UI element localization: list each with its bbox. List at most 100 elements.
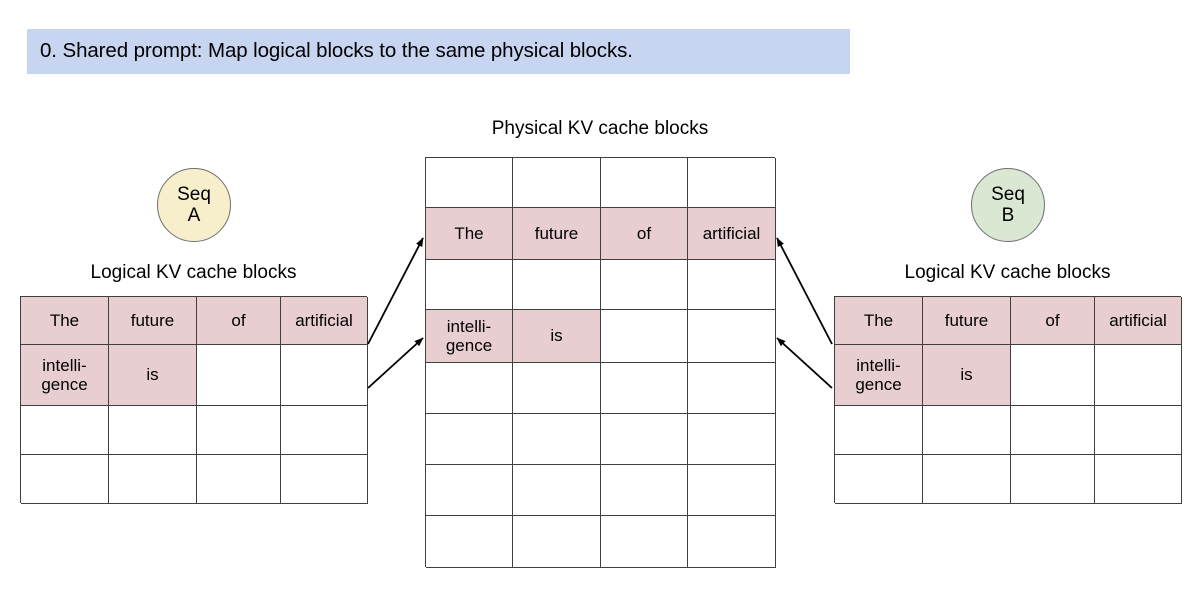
kv-cell	[513, 414, 601, 465]
kv-cell-text: artificial	[702, 223, 761, 243]
kv-cell	[513, 260, 601, 310]
seq-b-label-line2: B	[1001, 205, 1015, 226]
kv-cell	[197, 406, 281, 455]
kv-cell	[21, 455, 109, 504]
kv-cell: intelli- gence	[21, 345, 109, 406]
kv-cell	[601, 260, 688, 310]
kv-cell	[601, 516, 688, 568]
kv-cell	[1095, 406, 1182, 455]
kv-cell: of	[601, 208, 688, 260]
kv-cell	[426, 414, 513, 465]
kv-cell	[601, 414, 688, 465]
kv-cell	[601, 465, 688, 516]
seq-b-label-line1: Seq	[991, 183, 1025, 205]
kv-cell	[426, 260, 513, 310]
kv-cell	[688, 310, 776, 363]
seq-b-block0-to-physical-row1	[776, 237, 833, 345]
physical-table-caption: Physical KV cache blocks	[491, 118, 709, 139]
kv-cell	[1095, 455, 1182, 504]
kv-cell: is	[109, 345, 197, 406]
kv-cell	[513, 465, 601, 516]
kv-cell	[688, 516, 776, 568]
seq-a-label-line1: Seq	[177, 183, 211, 205]
kv-cell-text: The	[454, 223, 484, 243]
right-logical-table-caption: Logical KV cache blocks	[904, 262, 1111, 283]
kv-cell	[513, 158, 601, 208]
kv-cell-text: intelli- gence	[445, 316, 493, 355]
kv-cell-text: artificial	[1109, 310, 1167, 330]
right-logical-kv-table: The future of artificial intelli- gence is	[834, 296, 1182, 504]
kv-cell: artificial	[688, 208, 776, 260]
kv-cell	[1095, 345, 1182, 406]
kv-cell	[426, 363, 513, 414]
kv-cell-text: is	[146, 365, 159, 385]
kv-cell: future	[109, 297, 197, 345]
seq-a-block0-to-physical-row1	[367, 237, 424, 345]
kv-cell	[601, 310, 688, 363]
kv-cell	[21, 406, 109, 455]
seq-a-badge: Seq A	[157, 168, 231, 242]
kv-cell: is	[923, 345, 1011, 406]
kv-cell	[1011, 406, 1095, 455]
physical-kv-table: The future of artificial intelli- gence is	[425, 157, 776, 568]
kv-cell	[109, 406, 197, 455]
kv-cell	[426, 465, 513, 516]
kv-cell	[688, 465, 776, 516]
kv-cell-text: The	[863, 310, 894, 330]
kv-cell	[688, 158, 776, 208]
kv-cell	[923, 455, 1011, 504]
left-logical-table-caption: Logical KV cache blocks	[90, 262, 297, 283]
kv-cell	[281, 406, 368, 455]
kv-cell	[835, 406, 923, 455]
kv-cell-text: of	[1045, 310, 1060, 330]
kv-cell	[513, 516, 601, 568]
kv-cell-text: of	[636, 223, 652, 243]
left-logical-kv-table: The future of artificial intelli- gence is	[20, 296, 368, 504]
kv-cell	[426, 516, 513, 568]
step-banner: 0. Shared prompt: Map logical blocks to …	[27, 29, 850, 74]
step-banner-text: 0. Shared prompt: Map logical blocks to …	[40, 39, 633, 63]
kv-cell-text: of	[231, 310, 246, 330]
kv-cell: of	[1011, 297, 1095, 345]
kv-cell	[281, 345, 368, 406]
kv-cell-text: future	[130, 310, 175, 330]
kv-cell: future	[513, 208, 601, 260]
kv-cell	[1011, 345, 1095, 406]
kv-cell	[197, 345, 281, 406]
kv-cell-text: intelli- gence	[855, 355, 902, 394]
kv-cell-text: artificial	[295, 310, 353, 330]
kv-cell	[688, 414, 776, 465]
kv-cell	[601, 158, 688, 208]
kv-cell: of	[197, 297, 281, 345]
kv-cell: The	[835, 297, 923, 345]
kv-cell	[688, 363, 776, 414]
kv-cell: is	[513, 310, 601, 363]
kv-cell	[513, 363, 601, 414]
kv-cell-text: is	[960, 365, 973, 385]
kv-cell: intelli- gence	[835, 345, 923, 406]
kv-cell	[1011, 455, 1095, 504]
seq-b-block1-to-physical-row3	[776, 337, 833, 389]
kv-cell-text: intelli- gence	[41, 355, 88, 394]
kv-cell: intelli- gence	[426, 310, 513, 363]
seq-a-label-line2: A	[187, 205, 201, 226]
kv-cell	[601, 363, 688, 414]
kv-cell	[688, 260, 776, 310]
kv-cell	[281, 455, 368, 504]
kv-cell-text: future	[944, 310, 989, 330]
kv-cell	[426, 158, 513, 208]
kv-cell: future	[923, 297, 1011, 345]
kv-cell: The	[21, 297, 109, 345]
kv-cell	[109, 455, 197, 504]
kv-cell: The	[426, 208, 513, 260]
kv-cell-text: is	[550, 326, 563, 346]
kv-cell: artificial	[1095, 297, 1182, 345]
seq-a-block1-to-physical-row3	[367, 337, 424, 389]
kv-cell: artificial	[281, 297, 368, 345]
kv-cell-text: The	[49, 310, 80, 330]
kv-cell	[835, 455, 923, 504]
seq-b-badge: Seq B	[971, 168, 1045, 242]
kv-cell	[197, 455, 281, 504]
kv-cell-text: future	[534, 223, 579, 243]
